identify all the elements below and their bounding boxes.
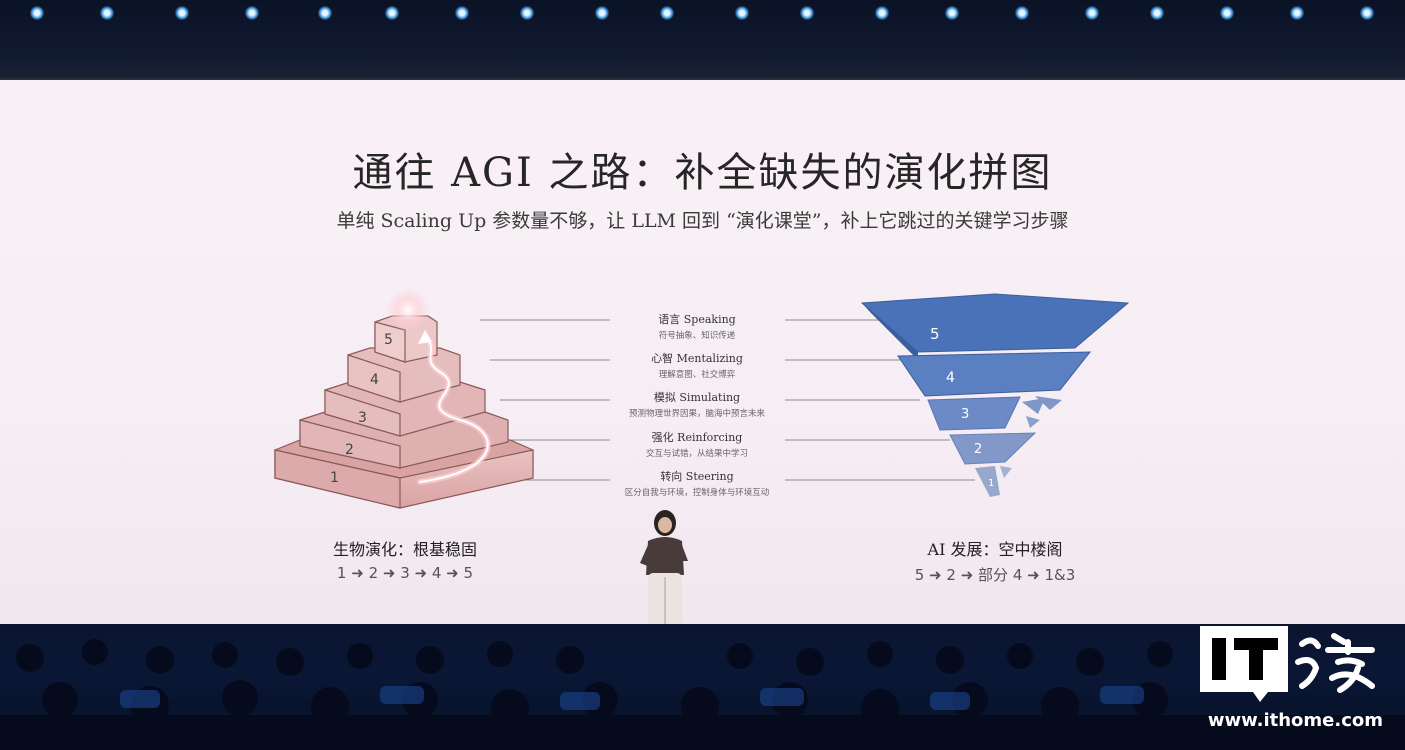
funnel-fragment (1026, 416, 1040, 428)
right-sequence: 5 ➜ 2 ➜ 部分 4 ➜ 1&3 (914, 566, 1076, 584)
funnel-fragment (1035, 396, 1062, 410)
stage-light (385, 6, 399, 20)
top-glow (386, 288, 430, 332)
stage-light (660, 6, 674, 20)
funnel-fragment (1000, 466, 1012, 478)
stage-light (245, 6, 259, 20)
level-desc: 符号抽象、知识传递 (658, 331, 736, 341)
left-caption: 生物演化：根基稳固 (332, 540, 477, 559)
stage-light (100, 6, 114, 20)
funnel-layer-4 (897, 351, 1092, 397)
right-caption: AI 发展：空中楼阁 (927, 540, 1063, 559)
stage-light (318, 6, 332, 20)
level-label-reinforcing: 强化 Reinforcing 交互与试错，从结果中学习 (587, 429, 807, 459)
funnel-layer-2 (949, 432, 1037, 465)
stage-light (1015, 6, 1029, 20)
funnel-fragment (1022, 398, 1045, 414)
level-label-speaking: 语言 Speaking 符号抽象、知识传递 (587, 311, 807, 341)
level-desc: 区分自我与环境，控制身体与环境互动 (624, 488, 770, 498)
projection-screen (0, 78, 1405, 628)
stage-light (735, 6, 749, 20)
left-sequence: 1 ➜ 2 ➜ 3 ➜ 4 ➜ 5 (336, 564, 474, 582)
funnel-number: 1 (988, 478, 995, 489)
evolution-pyramid (274, 315, 534, 509)
level-label-steering: 转向 Steering 区分自我与环境，控制身体与环境互动 (587, 468, 807, 498)
stage-light (1220, 6, 1234, 20)
pyramid-number: 1 (330, 470, 339, 486)
funnel-number: 4 (946, 370, 955, 386)
stage-light (455, 6, 469, 20)
slide-subtitle: 单纯 Scaling Up 参数量不够，让 LLM 回到 “演化课堂”，补上它跳… (336, 210, 1069, 232)
watermark-url: www.ithome.com (1207, 710, 1383, 731)
ithome-logo (1200, 626, 1375, 702)
ai-funnel (860, 293, 1130, 497)
funnel-layer-5 (860, 293, 1130, 353)
level-desc: 交互与试错，从结果中学习 (645, 449, 748, 459)
funnel-layer-3 (927, 396, 1021, 431)
level-name: 模拟 Simulating (653, 391, 741, 404)
level-name: 强化 Reinforcing (651, 431, 743, 444)
level-desc: 理解意图、社交博弈 (658, 370, 736, 380)
level-name: 转向 Steering (660, 470, 734, 483)
audience-silhouettes (0, 639, 1405, 750)
stage-light (520, 6, 534, 20)
stage-light (1360, 6, 1374, 20)
stage-light (30, 6, 44, 20)
stage-light (800, 6, 814, 20)
growth-path-core (419, 335, 489, 483)
slide-title: 通往 AGI 之路：补全缺失的演化拼图 (352, 150, 1053, 196)
stage-light (175, 6, 189, 20)
pyramid-number: 3 (358, 410, 367, 426)
funnel-layer-1 (975, 466, 1000, 497)
stage-ceiling (0, 0, 1405, 80)
stage-light (1085, 6, 1099, 20)
level-label-mentalizing: 心智 Mentalizing 理解意图、社交博弈 (587, 350, 807, 380)
pyramid-number: 4 (370, 372, 379, 388)
arrow-head-icon (418, 330, 432, 344)
stage-light (875, 6, 889, 20)
pyramid-number: 2 (345, 442, 354, 458)
level-name: 语言 Speaking (658, 313, 736, 326)
level-name: 心智 Mentalizing (651, 352, 743, 365)
pyramid-number: 5 (384, 332, 393, 348)
funnel-number: 2 (974, 442, 983, 457)
funnel-number: 5 (930, 325, 940, 343)
level-label-simulating: 模拟 Simulating 预测物理世界因果，脑海中预言未来 (587, 389, 807, 419)
level-desc: 预测物理世界因果，脑海中预言未来 (628, 409, 765, 419)
stage-light (1290, 6, 1304, 20)
funnel-number: 3 (961, 407, 970, 422)
stage-light (945, 6, 959, 20)
presenter (640, 510, 688, 642)
stage-light (595, 6, 609, 20)
stage-light (1150, 6, 1164, 20)
